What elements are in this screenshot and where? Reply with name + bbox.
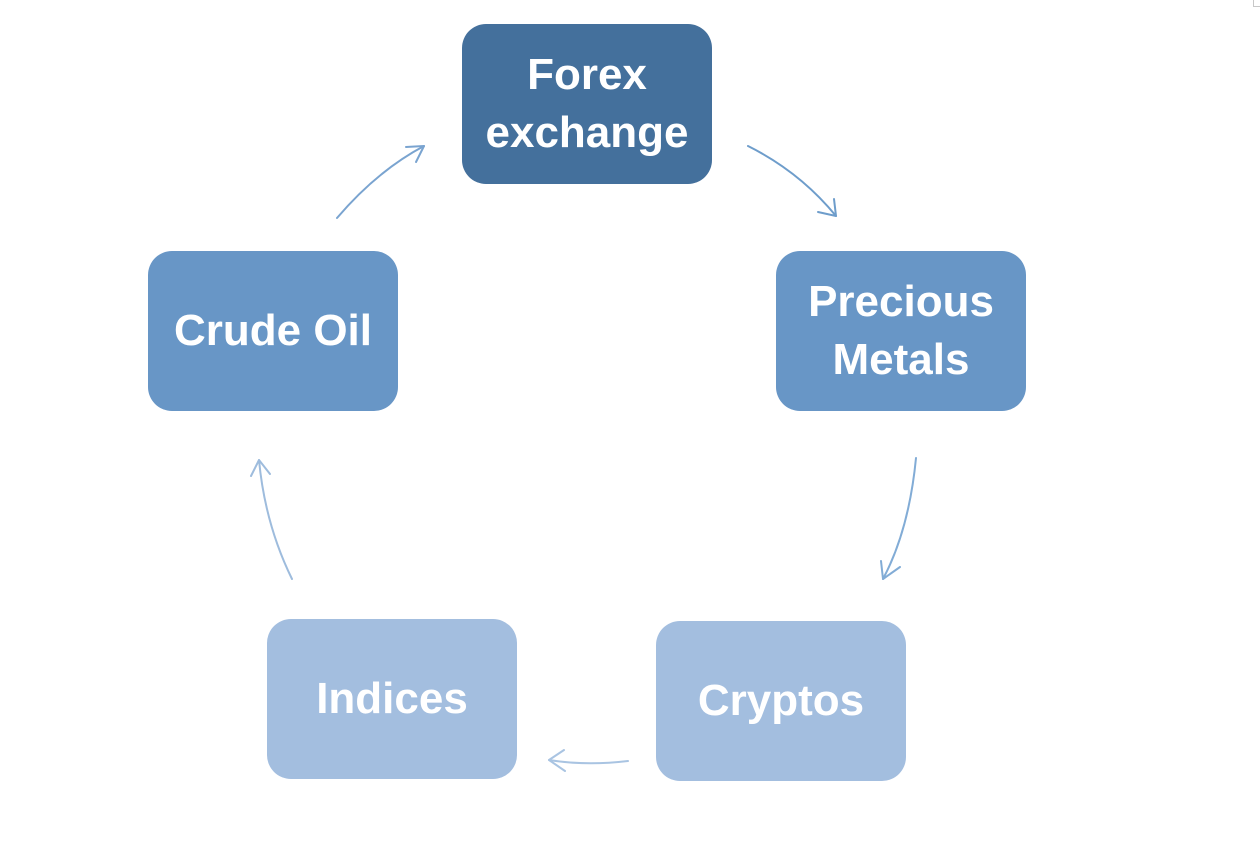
node-cryptos: Cryptos bbox=[656, 621, 906, 781]
corner-mark-top-right-h bbox=[1253, 6, 1260, 7]
arrow-crude-to-forex bbox=[336, 145, 425, 219]
arrow-forex-to-metals bbox=[747, 145, 837, 217]
node-crude-oil: Crude Oil bbox=[148, 251, 398, 411]
arrow-cryptos-to-indices bbox=[548, 749, 629, 772]
node-forex-exchange: Forex exchange bbox=[462, 24, 712, 184]
arrow-metals-to-cryptos bbox=[880, 457, 917, 580]
node-precious-metals: Precious Metals bbox=[776, 251, 1026, 411]
corner-mark-top-right bbox=[1253, 0, 1254, 6]
arrow-indices-to-crude bbox=[250, 459, 293, 580]
node-indices: Indices bbox=[267, 619, 517, 779]
